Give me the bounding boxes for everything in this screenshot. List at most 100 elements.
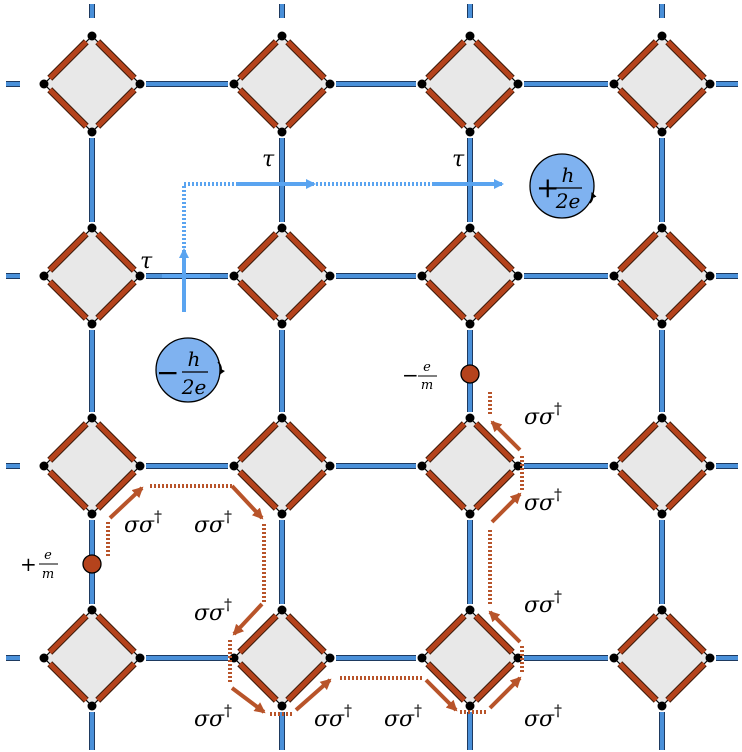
vertex-dot xyxy=(657,127,667,137)
vertex-dot xyxy=(465,701,475,711)
orange-edge xyxy=(473,87,515,129)
sigma-sigma-dagger-label: σσ† xyxy=(124,507,162,538)
orange-edge xyxy=(237,231,279,273)
vertex-dot xyxy=(229,461,239,471)
svg-text:+: + xyxy=(536,171,559,204)
orange-edge xyxy=(617,661,659,703)
orange-edge xyxy=(473,661,515,703)
vertex-dot xyxy=(39,271,49,281)
svg-text:e: e xyxy=(423,360,431,375)
plaquette xyxy=(421,227,519,325)
tau-label-2: τ xyxy=(452,147,465,172)
plaquette xyxy=(43,35,141,133)
orange-edge xyxy=(617,279,659,321)
vertex-dot xyxy=(87,509,97,519)
vertex-dot xyxy=(417,461,427,471)
vertex-dot xyxy=(39,653,49,663)
plaquette xyxy=(421,417,519,515)
vertex-dot xyxy=(229,271,239,281)
orange-edge xyxy=(665,279,707,321)
orange-edge xyxy=(95,469,137,511)
orange-edge xyxy=(473,231,515,273)
flux-minus: − h 2e xyxy=(155,337,225,403)
sigma-sigma-dagger-label: σσ† xyxy=(524,399,562,430)
orange-edge xyxy=(47,613,89,655)
orange-edge xyxy=(237,613,279,655)
vertex-dot xyxy=(87,127,97,137)
sigma-arrow-left-2 xyxy=(230,484,264,520)
orange-edge xyxy=(95,661,137,703)
orange-edge xyxy=(425,661,467,703)
vertex-dot xyxy=(277,127,287,137)
vertex-dot xyxy=(657,413,667,423)
sigma-arrow-left-10 xyxy=(490,420,522,452)
orange-edge xyxy=(473,421,515,463)
sigma-arrow-left-7 xyxy=(488,676,522,710)
charge-minus: − e m xyxy=(402,360,480,393)
vertex-dot xyxy=(135,653,145,663)
svg-text:2e: 2e xyxy=(555,189,581,213)
orange-edge xyxy=(237,39,279,81)
orange-edge xyxy=(473,613,515,655)
vertex-dot xyxy=(39,461,49,471)
vertex-dot xyxy=(705,79,715,89)
vertex-dot xyxy=(705,653,715,663)
orange-edge xyxy=(237,661,279,703)
svg-text:2e: 2e xyxy=(181,375,207,399)
svg-text:m: m xyxy=(421,378,433,393)
sigma-sigma-dagger-label: σσ† xyxy=(194,507,232,538)
orange-edge xyxy=(665,87,707,129)
vertex-dot xyxy=(657,31,667,41)
vertex-dot xyxy=(513,271,523,281)
orange-edge xyxy=(285,469,327,511)
svg-text:h: h xyxy=(562,163,575,187)
sigma-sigma-dagger-label: σσ† xyxy=(384,701,422,732)
sigma-arrow-left-6 xyxy=(424,678,458,712)
vertex-dot xyxy=(465,413,475,423)
orange-edge xyxy=(617,231,659,273)
vertex-dot xyxy=(87,413,97,423)
orange-edge xyxy=(47,661,89,703)
orange-edge xyxy=(285,39,327,81)
orange-edge xyxy=(47,39,89,81)
flux-plus-rotation-icon xyxy=(589,192,597,204)
vertex-dot xyxy=(277,319,287,329)
orange-edge xyxy=(473,39,515,81)
svg-text:+: + xyxy=(20,552,37,576)
plaquette xyxy=(233,609,331,707)
flux-plus: + h 2e xyxy=(529,153,597,219)
plaquette xyxy=(233,227,331,325)
vertex-dot xyxy=(465,319,475,329)
orange-edge xyxy=(425,231,467,273)
vertex-dot xyxy=(87,701,97,711)
tau-path xyxy=(162,179,504,312)
svg-text:h: h xyxy=(188,347,201,371)
orange-edge xyxy=(95,231,137,273)
plaquette xyxy=(613,609,711,707)
orange-edge xyxy=(425,469,467,511)
vertex-dot xyxy=(465,223,475,233)
vertex-dot xyxy=(465,31,475,41)
sigma-arrow-left-3 xyxy=(232,602,264,636)
vertex-dot xyxy=(135,79,145,89)
vertex-dot xyxy=(609,461,619,471)
charge-plus: + e m xyxy=(20,548,102,582)
orange-edge xyxy=(665,613,707,655)
orange-edge xyxy=(617,39,659,81)
plaquette xyxy=(233,35,331,133)
orange-edge xyxy=(425,39,467,81)
sigma-sigma-dagger-label: σσ† xyxy=(314,701,352,732)
orange-edge xyxy=(237,279,279,321)
plaquettes xyxy=(43,35,711,707)
svg-text:e: e xyxy=(44,548,52,563)
orange-edge xyxy=(665,421,707,463)
vertex-dot xyxy=(277,413,287,423)
vertex-dot xyxy=(417,79,427,89)
plaquette xyxy=(613,35,711,133)
orange-edge xyxy=(285,661,327,703)
sigma-sigma-dagger-label: σσ† xyxy=(194,701,232,732)
orange-edge xyxy=(285,613,327,655)
vertex-dot xyxy=(609,271,619,281)
plaquette xyxy=(43,227,141,325)
